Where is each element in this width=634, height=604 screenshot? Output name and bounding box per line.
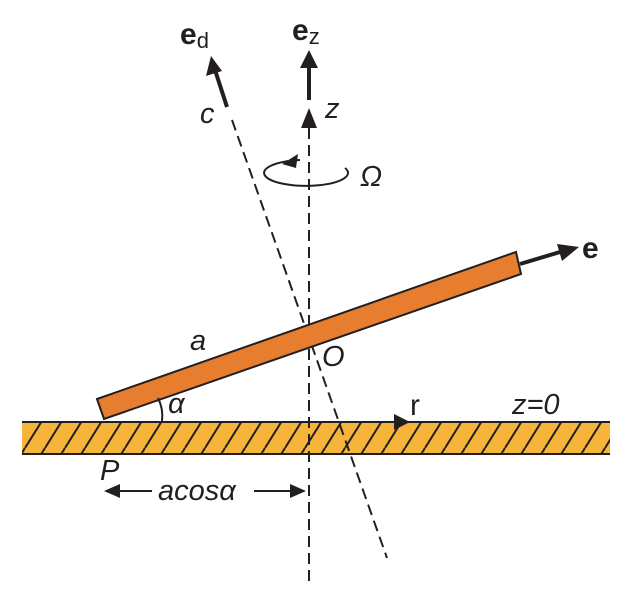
c-axis-dashed-line xyxy=(231,119,388,559)
ez-vector-arrowhead xyxy=(300,50,318,68)
e-vector-label: e xyxy=(582,232,599,265)
rod-length-label: a xyxy=(190,325,206,357)
rod xyxy=(95,250,523,421)
ez-label: ez xyxy=(292,14,320,49)
alpha-label: α xyxy=(168,388,186,420)
r-label: r xyxy=(410,389,420,422)
c-axis-label: c xyxy=(200,98,215,130)
rotation-arrowhead xyxy=(282,154,298,168)
point-p-label: P xyxy=(100,455,120,487)
z-axis-label: z xyxy=(324,93,340,125)
e-vector-arrowhead xyxy=(557,244,579,261)
ed-vector-shaft xyxy=(213,69,229,108)
ed-vector-arrowhead xyxy=(206,56,222,76)
alpha-angle-arc xyxy=(157,397,164,422)
z-zero-label: z=0 xyxy=(511,389,560,421)
ed-label: ed xyxy=(180,18,209,53)
origin-label: O xyxy=(322,341,345,373)
z-axis-arrowhead xyxy=(301,108,317,128)
acos-alpha-label: acosα xyxy=(158,475,237,507)
acos-right-arrowhead xyxy=(290,484,306,498)
r-arrowhead xyxy=(394,414,410,430)
ground-hatching xyxy=(22,422,610,454)
omega-label: Ω xyxy=(360,161,382,193)
e-vector-shaft xyxy=(519,250,561,266)
acos-left-arrowhead xyxy=(104,484,120,498)
rotation-ellipse-front xyxy=(263,159,350,187)
